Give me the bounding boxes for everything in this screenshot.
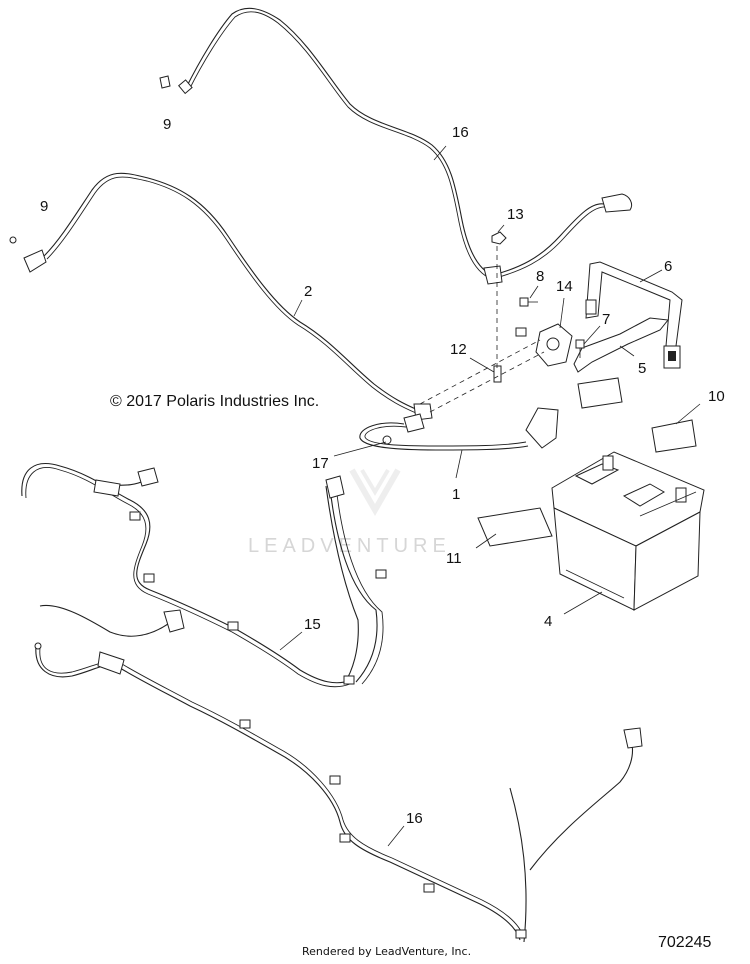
drawing-number: 702245 [658, 934, 711, 951]
copyright-text: © 2017 Polaris Industries Inc. [110, 393, 319, 410]
battery-part-4 [551, 451, 705, 611]
hold-down-bracket-6 [585, 261, 683, 369]
harness-part-15 [21, 463, 387, 688]
callout-5: 5 [638, 360, 646, 377]
callout-2: 2 [304, 283, 312, 300]
decal-part-11 [477, 507, 553, 547]
callout-9-left: 9 [40, 198, 48, 215]
callout-6: 6 [664, 258, 672, 275]
callout-17: 17 [312, 455, 329, 472]
strap-part-5 [573, 317, 669, 373]
callout-14: 14 [556, 278, 573, 295]
pad-part [577, 377, 623, 409]
watermark-logo [349, 468, 401, 517]
fuse-part-12 [493, 365, 502, 383]
cable-part-3 [178, 7, 633, 285]
cable-part-2 [9, 172, 433, 421]
footer-text: Rendered by LeadVenture, Inc. [302, 945, 471, 958]
cable-part-1 [359, 407, 559, 451]
callout-13: 13 [507, 206, 524, 223]
screw-part-8 [519, 297, 538, 307]
callout-4: 4 [544, 613, 552, 630]
leader-lines [279, 145, 701, 847]
callout-9-top: 9 [163, 116, 171, 133]
solenoid-part-14 [515, 323, 573, 367]
callout-11: 11 [446, 550, 462, 567]
callout-10: 10 [708, 388, 725, 405]
callout-12: 12 [450, 341, 467, 358]
nut-part-9-top [159, 75, 171, 89]
callout-8: 8 [536, 268, 544, 285]
harness-part-16 [34, 604, 643, 943]
decal-part-10 [651, 419, 697, 453]
callout-15: 15 [304, 616, 321, 633]
callout-7: 7 [602, 311, 610, 328]
nut-part-13 [491, 231, 507, 245]
callout-1: 1 [452, 486, 460, 503]
callout-3: 16 [452, 124, 469, 141]
callout-16: 16 [406, 810, 423, 827]
